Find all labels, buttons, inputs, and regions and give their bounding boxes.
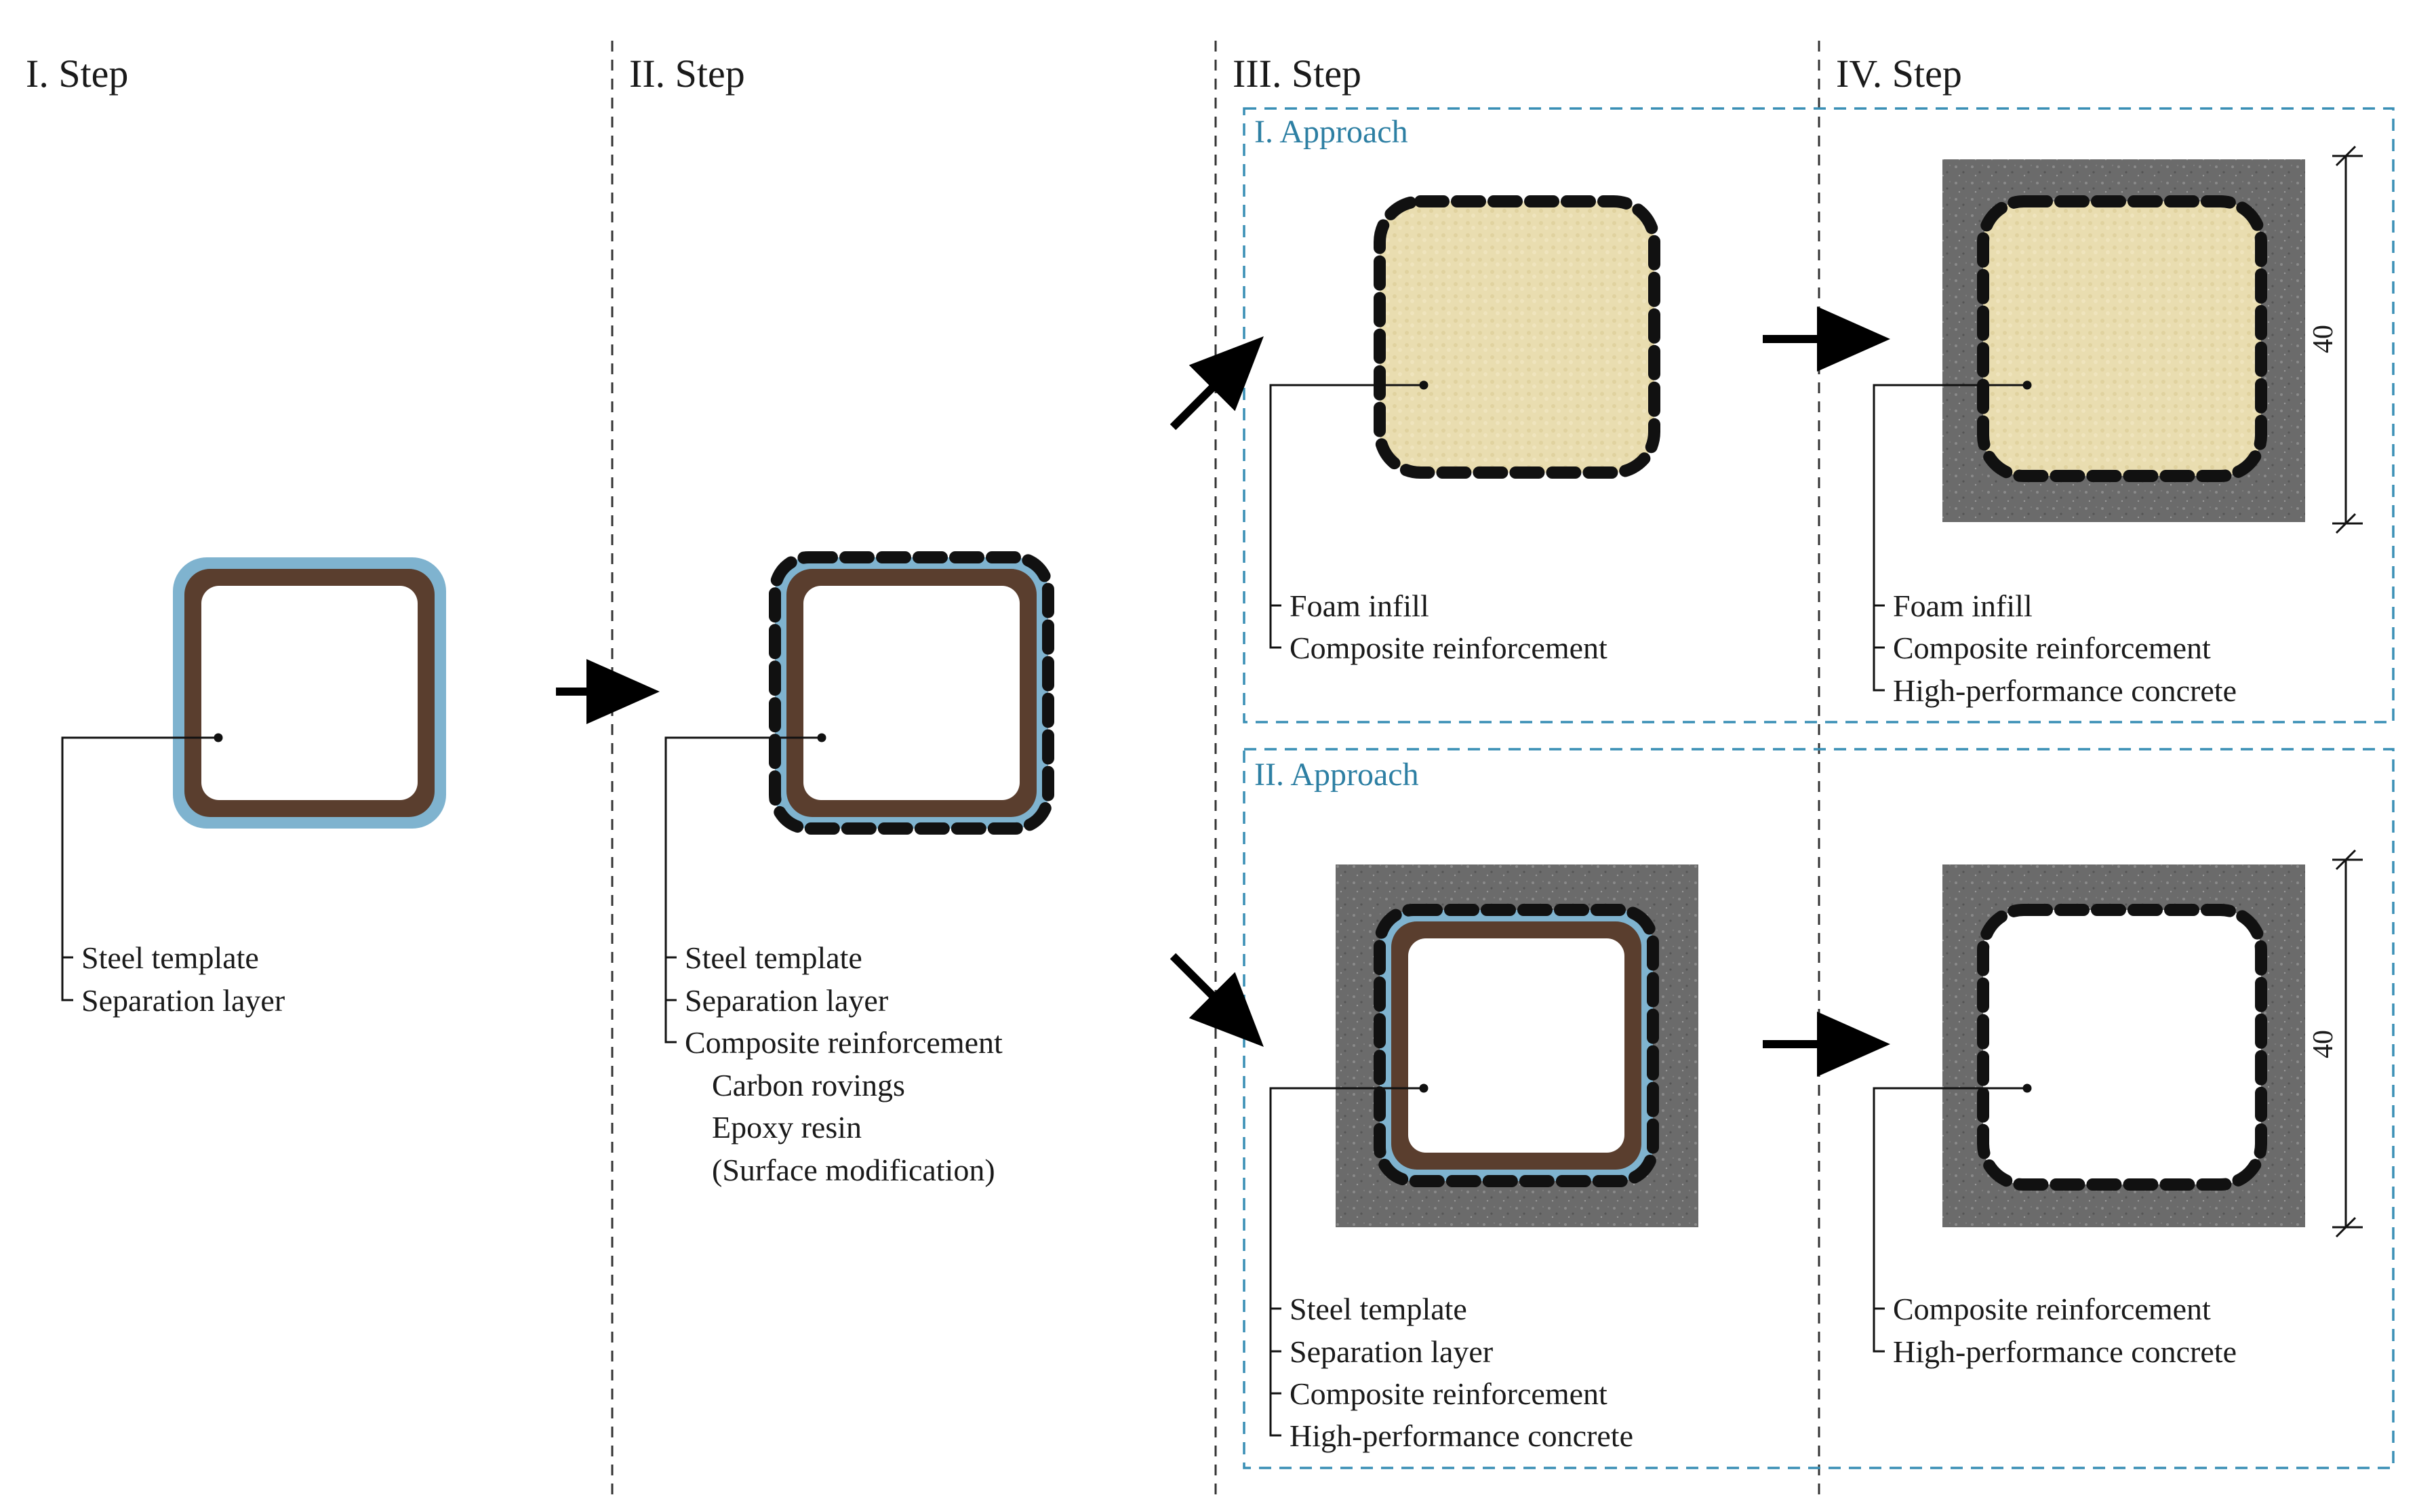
dimension-approach-2 bbox=[2332, 849, 2363, 1238]
legend-item: Composite reinforcement bbox=[1290, 631, 1607, 665]
legend-step-2: Steel template Separation layer Composit… bbox=[685, 940, 1003, 1187]
legend-item: Foam infill bbox=[1290, 589, 1429, 623]
step-1-section bbox=[173, 557, 446, 829]
approach-1-title: I. Approach bbox=[1254, 114, 1408, 150]
legend-step-4-approach-2: Composite reinforcement High-performance… bbox=[1893, 1292, 2237, 1369]
legend-step-1: Steel template Separation layer bbox=[81, 940, 285, 1018]
dimension-label-approach-2: 40 bbox=[2308, 1030, 2339, 1058]
step-4-title: IV. Step bbox=[1836, 52, 1962, 96]
step-3-approach-1-section bbox=[1374, 195, 1660, 479]
legend-subitem: Carbon rovings bbox=[712, 1068, 905, 1102]
approach-2-title: II. Approach bbox=[1254, 757, 1419, 793]
arrow-step2-to-approach2 bbox=[1170, 953, 1264, 1047]
step-4-approach-1-section bbox=[1942, 159, 2305, 522]
dimension-approach-1 bbox=[2332, 145, 2363, 534]
legend-item: Steel template bbox=[1290, 1292, 1467, 1326]
legend-item: Composite reinforcement bbox=[1893, 1292, 2211, 1326]
approach-2-frame bbox=[1243, 748, 2395, 1469]
step-1-title: I. Step bbox=[26, 52, 128, 96]
step-dividers bbox=[611, 41, 1820, 1502]
legend-subitem: (Surface modification) bbox=[712, 1153, 995, 1187]
legend-item: Steel template bbox=[685, 940, 862, 975]
leader-lines bbox=[61, 380, 2032, 1437]
legend-item: Composite reinforcement bbox=[685, 1025, 1003, 1060]
arrow-step2-to-approach1 bbox=[1170, 336, 1264, 431]
step-3-approach-2-section bbox=[1336, 864, 1698, 1227]
legend-item: High-performance concrete bbox=[1290, 1418, 1633, 1453]
legend-item: Separation layer bbox=[81, 983, 285, 1018]
legend-item: High-performance concrete bbox=[1893, 673, 2237, 708]
step-2-title: II. Step bbox=[629, 52, 745, 96]
legend-subitem: Epoxy resin bbox=[712, 1110, 862, 1145]
step-3-title: III. Step bbox=[1233, 52, 1361, 96]
legend-item: Composite reinforcement bbox=[1893, 631, 2211, 665]
legend-item: Composite reinforcement bbox=[1290, 1376, 1607, 1411]
legend-step-3-approach-2: Steel template Separation layer Composit… bbox=[1290, 1292, 1633, 1453]
approach-1-frame bbox=[1243, 107, 2395, 723]
legend-item: Separation layer bbox=[685, 983, 888, 1018]
legend-item: Separation layer bbox=[1290, 1334, 1493, 1369]
step-4-approach-2-section bbox=[1942, 864, 2305, 1227]
legend-step-4-approach-1: Foam infill Composite reinforcement High… bbox=[1893, 589, 2237, 708]
process-arrows bbox=[556, 306, 1890, 1077]
legend-item: High-performance concrete bbox=[1893, 1334, 2237, 1369]
legend-item: Steel template bbox=[81, 940, 259, 975]
step-2-section bbox=[769, 551, 1054, 835]
dimension-label-approach-1: 40 bbox=[2308, 325, 2339, 353]
legend-step-3-approach-1: Foam infill Composite reinforcement bbox=[1290, 589, 1607, 665]
legend-item: Foam infill bbox=[1893, 589, 2033, 623]
